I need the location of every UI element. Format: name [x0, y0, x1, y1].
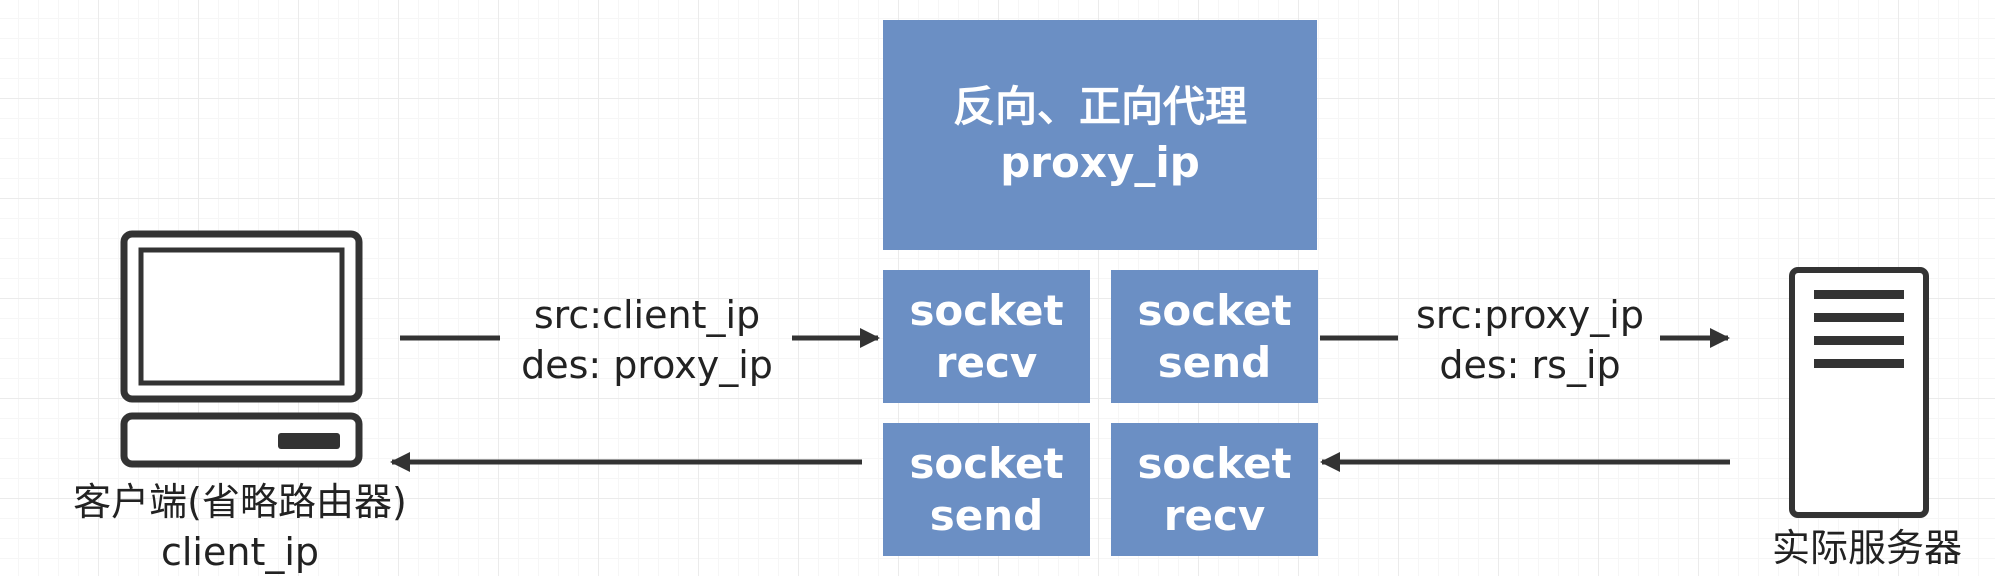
server-packet-des: des: rs_ip — [1439, 343, 1621, 387]
socket-label: socket — [909, 285, 1064, 335]
socket-send-to-server-box: socket send — [1111, 270, 1318, 403]
client-label: 客户端(省略路由器) — [73, 480, 407, 524]
socket-label: socket — [1137, 285, 1292, 335]
socket-op-label: send — [1157, 337, 1272, 387]
client-packet-label: src:client_ip des: proxy_ip — [492, 290, 802, 390]
server-caption: 实际服务器 — [1742, 523, 1992, 573]
socket-label: socket — [909, 438, 1064, 488]
socket-recv-from-server-box: socket recv — [1111, 423, 1318, 556]
server-icon — [1789, 267, 1929, 518]
socket-label: socket — [1137, 438, 1292, 488]
computer-icon — [120, 230, 363, 468]
proxy-ip: proxy_ip — [1000, 138, 1200, 187]
proxy-title: 反向、正向代理 — [952, 82, 1247, 131]
client-caption: 客户端(省略路由器) client_ip — [30, 477, 450, 576]
client-packet-src: src:client_ip — [533, 293, 761, 337]
socket-op-label: recv — [935, 337, 1038, 387]
socket-send-to-client-box: socket send — [883, 423, 1090, 556]
server-packet-label: src:proxy_ip des: rs_ip — [1395, 290, 1665, 390]
socket-recv-from-client-box: socket recv — [883, 270, 1090, 403]
socket-op-label: recv — [1163, 490, 1266, 540]
client-ip: client_ip — [160, 530, 320, 574]
proxy-box: 反向、正向代理 proxy_ip — [883, 20, 1317, 250]
client-packet-des: des: proxy_ip — [521, 343, 773, 387]
server-packet-src: src:proxy_ip — [1416, 293, 1644, 337]
server-label: 实际服务器 — [1771, 526, 1962, 570]
socket-op-label: send — [929, 490, 1044, 540]
